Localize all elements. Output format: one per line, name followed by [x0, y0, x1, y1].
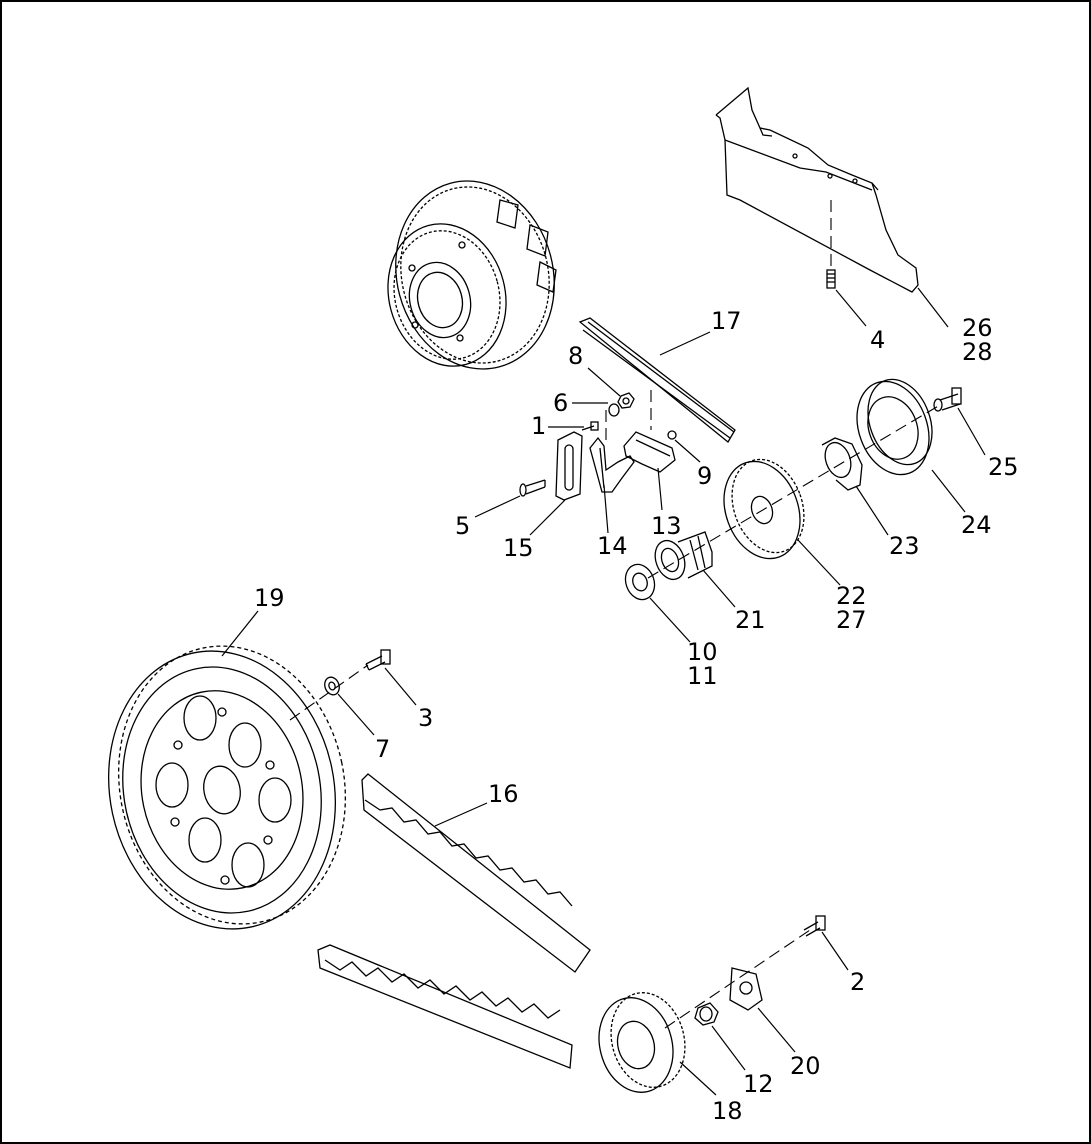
callout-24: 24 [961, 511, 992, 539]
callout-9: 9 [697, 462, 712, 490]
tensioner-shoe-13 [623, 431, 676, 473]
callout-3: 3 [418, 704, 433, 732]
screw-2 [803, 915, 826, 937]
callout-17: 17 [711, 307, 742, 335]
compensator-cover-24 [856, 378, 933, 476]
callout-15: 15 [503, 534, 534, 562]
callout-2: 2 [850, 968, 865, 996]
callout-labels: 26 28 4 17 8 6 1 9 5 15 14 13 25 24 23 2… [254, 307, 1019, 1125]
chain-guard [715, 86, 919, 293]
callout-14: 14 [597, 532, 628, 560]
callout-25: 25 [988, 453, 1019, 481]
nut-8 [617, 392, 635, 409]
nut-12 [694, 1002, 719, 1026]
callout-6: 6 [553, 389, 568, 417]
washer-7 [324, 676, 340, 696]
rear-sprocket-19 [107, 645, 347, 930]
compensator-cam-23 [821, 437, 863, 491]
callout-27: 27 [836, 606, 867, 634]
axis-line-18 [664, 929, 811, 1029]
callout-11: 11 [687, 662, 718, 690]
washer-9 [667, 430, 677, 440]
tensioner-bracket-14 [589, 436, 635, 493]
shaft-extension-21 [654, 531, 713, 581]
bolt-5 [519, 479, 546, 497]
screw-4 [826, 269, 836, 289]
adjuster-plate-15 [555, 431, 583, 501]
spacer-10 [624, 563, 656, 601]
callout-28: 28 [962, 338, 993, 366]
callout-10: 10 [687, 638, 718, 666]
callout-19: 19 [254, 584, 285, 612]
axis-line-sprocket [647, 404, 941, 579]
bolt-3 [365, 649, 391, 671]
callout-21: 21 [735, 606, 766, 634]
clutch-assembly [387, 180, 557, 370]
callout-26: 26 [962, 314, 993, 342]
callout-22: 22 [836, 582, 867, 610]
callout-1: 1 [531, 412, 546, 440]
callout-5: 5 [455, 512, 470, 540]
leader-lines [221, 287, 986, 1096]
callout-4: 4 [870, 326, 885, 354]
callout-18: 18 [712, 1097, 743, 1125]
callout-20: 20 [790, 1052, 821, 1080]
lock-plate-20 [729, 967, 763, 1011]
bolt-25 [933, 387, 962, 412]
callout-13: 13 [651, 512, 682, 540]
transmission-sprocket-18 [598, 992, 686, 1093]
callout-7: 7 [375, 735, 390, 763]
screw-1 [581, 421, 599, 431]
callout-8: 8 [568, 342, 583, 370]
drive-belt-16 [317, 773, 591, 1069]
primary-chain [578, 317, 736, 443]
callout-12: 12 [743, 1070, 774, 1098]
washer-6 [608, 403, 620, 417]
callout-16: 16 [488, 780, 519, 808]
callout-23: 23 [889, 532, 920, 560]
